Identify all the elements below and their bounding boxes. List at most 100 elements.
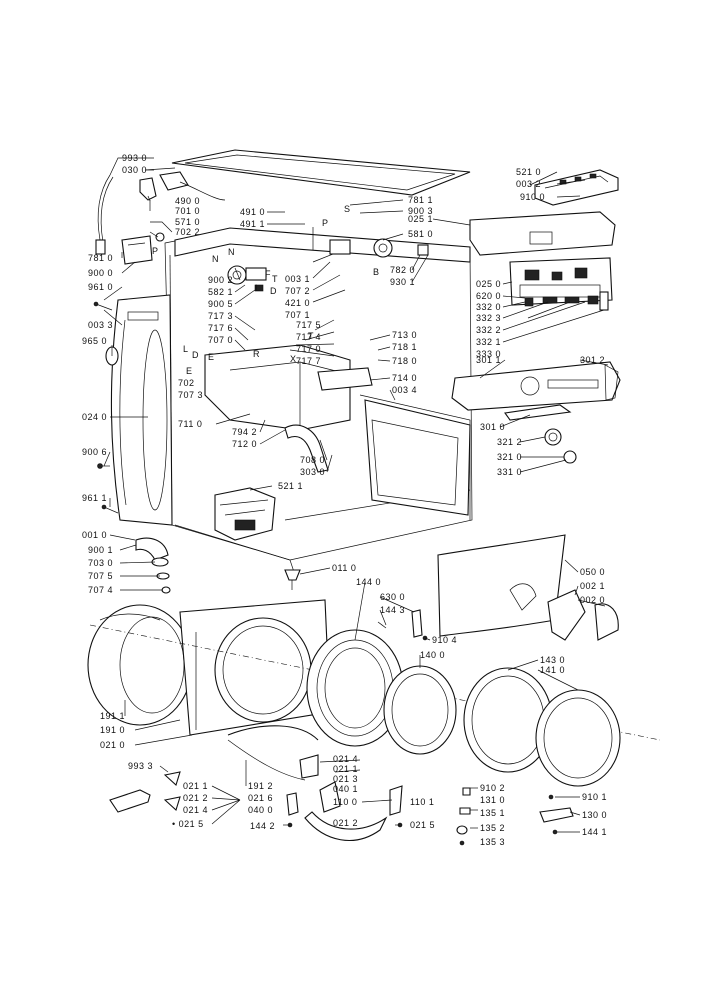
part-label: 714 0	[392, 373, 417, 383]
part-label: 331 0	[497, 467, 522, 477]
door-glass	[535, 689, 621, 787]
part-label: 900 2	[208, 275, 233, 285]
part-label: 321 0	[497, 452, 522, 462]
part-label: 910 4	[432, 635, 457, 645]
part-label: 571 0	[175, 217, 200, 227]
part-label: 491 1	[240, 219, 265, 229]
leader-lines	[103, 157, 609, 833]
connection-letter: E	[208, 352, 215, 362]
part-label: 143 0	[540, 655, 565, 665]
part-label: 781 1	[408, 195, 433, 205]
part-label: 702 2	[175, 227, 200, 237]
part-label: 910 0	[520, 192, 545, 202]
part-label: 130 0	[582, 810, 607, 820]
door-inner-ring	[383, 665, 457, 755]
part-label: 718 0	[392, 356, 417, 366]
part-label: 110 0	[333, 797, 357, 807]
front-control-panel	[451, 361, 621, 411]
part-label: 144 1	[582, 827, 607, 837]
drain-pump	[135, 537, 169, 561]
part-label: 011 0	[332, 563, 356, 573]
connection-letter: L	[183, 344, 189, 354]
connection-letter: T	[272, 274, 278, 284]
part-label: 021 1	[333, 764, 358, 774]
connection-letter: X	[290, 354, 297, 364]
part-label: 910 1	[582, 792, 607, 802]
part-label: 301 2	[580, 355, 605, 365]
part-label: 144 0	[356, 577, 381, 587]
part-label: 021 4	[183, 805, 208, 815]
part-label: 961 1	[82, 493, 107, 503]
part-label: 040 0	[248, 805, 273, 815]
dispenser-housing	[204, 344, 351, 431]
part-label: 021 5	[410, 820, 435, 830]
lower-trim	[304, 811, 388, 842]
panel-trim	[504, 404, 572, 421]
part-number-labels: 993 0 030 0 490 0 701 0 571 0 702 2 781 …	[82, 153, 607, 847]
part-label: 900 0	[88, 268, 113, 278]
connection-letter: P	[322, 218, 329, 228]
connection-letter: F	[265, 269, 271, 279]
connection-letter: E	[186, 366, 193, 376]
heater	[214, 487, 276, 541]
part-label: 707 1	[285, 310, 310, 320]
knob-331-0	[563, 450, 577, 464]
part-label: 900 6	[82, 447, 107, 457]
part-label: 021 4	[333, 754, 358, 764]
part-label: 303 0	[300, 467, 325, 477]
part-label: 141 0	[540, 665, 565, 675]
part-label: 717 5	[296, 320, 321, 330]
part-label: 191 0	[100, 725, 125, 735]
connection-letter: D	[192, 350, 199, 360]
part-label: 620 0	[476, 291, 501, 301]
connection-letters: P N N S P B F L T D L D E E R X T	[152, 204, 380, 376]
part-label: 490 0	[175, 196, 200, 206]
connection-letter: N	[212, 254, 219, 264]
part-label: 301 0	[480, 422, 505, 432]
connection-letter: D	[270, 286, 277, 296]
connection-letter: B	[373, 267, 380, 277]
part-label: 003 3	[88, 320, 113, 330]
connection-letter: S	[344, 204, 351, 214]
part-label: 782 0	[390, 265, 415, 275]
part-label: 965 0	[82, 336, 107, 346]
part-label: 135 3	[480, 837, 505, 847]
part-label: 021 2	[333, 818, 358, 828]
part-label: 718 1	[392, 342, 417, 352]
inlet-hose	[97, 174, 111, 241]
part-label: 040 1	[333, 784, 358, 794]
part-label: 711 0	[178, 419, 202, 429]
hinge-002-0	[594, 603, 619, 641]
part-label: 321 2	[497, 437, 522, 447]
switch-332-0	[524, 297, 534, 307]
part-label: 707 2	[285, 286, 310, 296]
part-label: 030 0	[122, 165, 147, 175]
part-label: 900 1	[88, 545, 113, 555]
part-label: 135 2	[480, 823, 505, 833]
part-label: 050 0	[580, 567, 605, 577]
part-label: 332 1	[476, 337, 501, 347]
part-label: 024 0	[82, 412, 107, 422]
top-cover	[171, 149, 471, 196]
part-label: 961 0	[88, 282, 113, 292]
connection-letter: P	[152, 246, 159, 256]
control-module	[534, 169, 619, 206]
connection-letter: T	[308, 331, 314, 341]
part-label: 702	[178, 378, 195, 388]
part-label: 521 0	[516, 167, 541, 177]
part-label: 701 0	[175, 206, 200, 216]
part-label: 021 2	[183, 793, 208, 803]
part-label: 110 1	[410, 797, 434, 807]
knob-321-2	[544, 428, 562, 446]
part-label: 900 5	[208, 299, 233, 309]
part-label: 003 1	[285, 274, 310, 284]
part-label: 003 2	[516, 179, 541, 189]
rear-rail	[174, 227, 471, 263]
part-label: 025 0	[476, 279, 501, 289]
part-label: 581 0	[408, 229, 433, 239]
part-label: 140 0	[420, 650, 445, 660]
part-label: 131 0	[480, 795, 505, 805]
part-label: 021 6	[248, 793, 273, 803]
hinge-002-1	[547, 589, 586, 641]
